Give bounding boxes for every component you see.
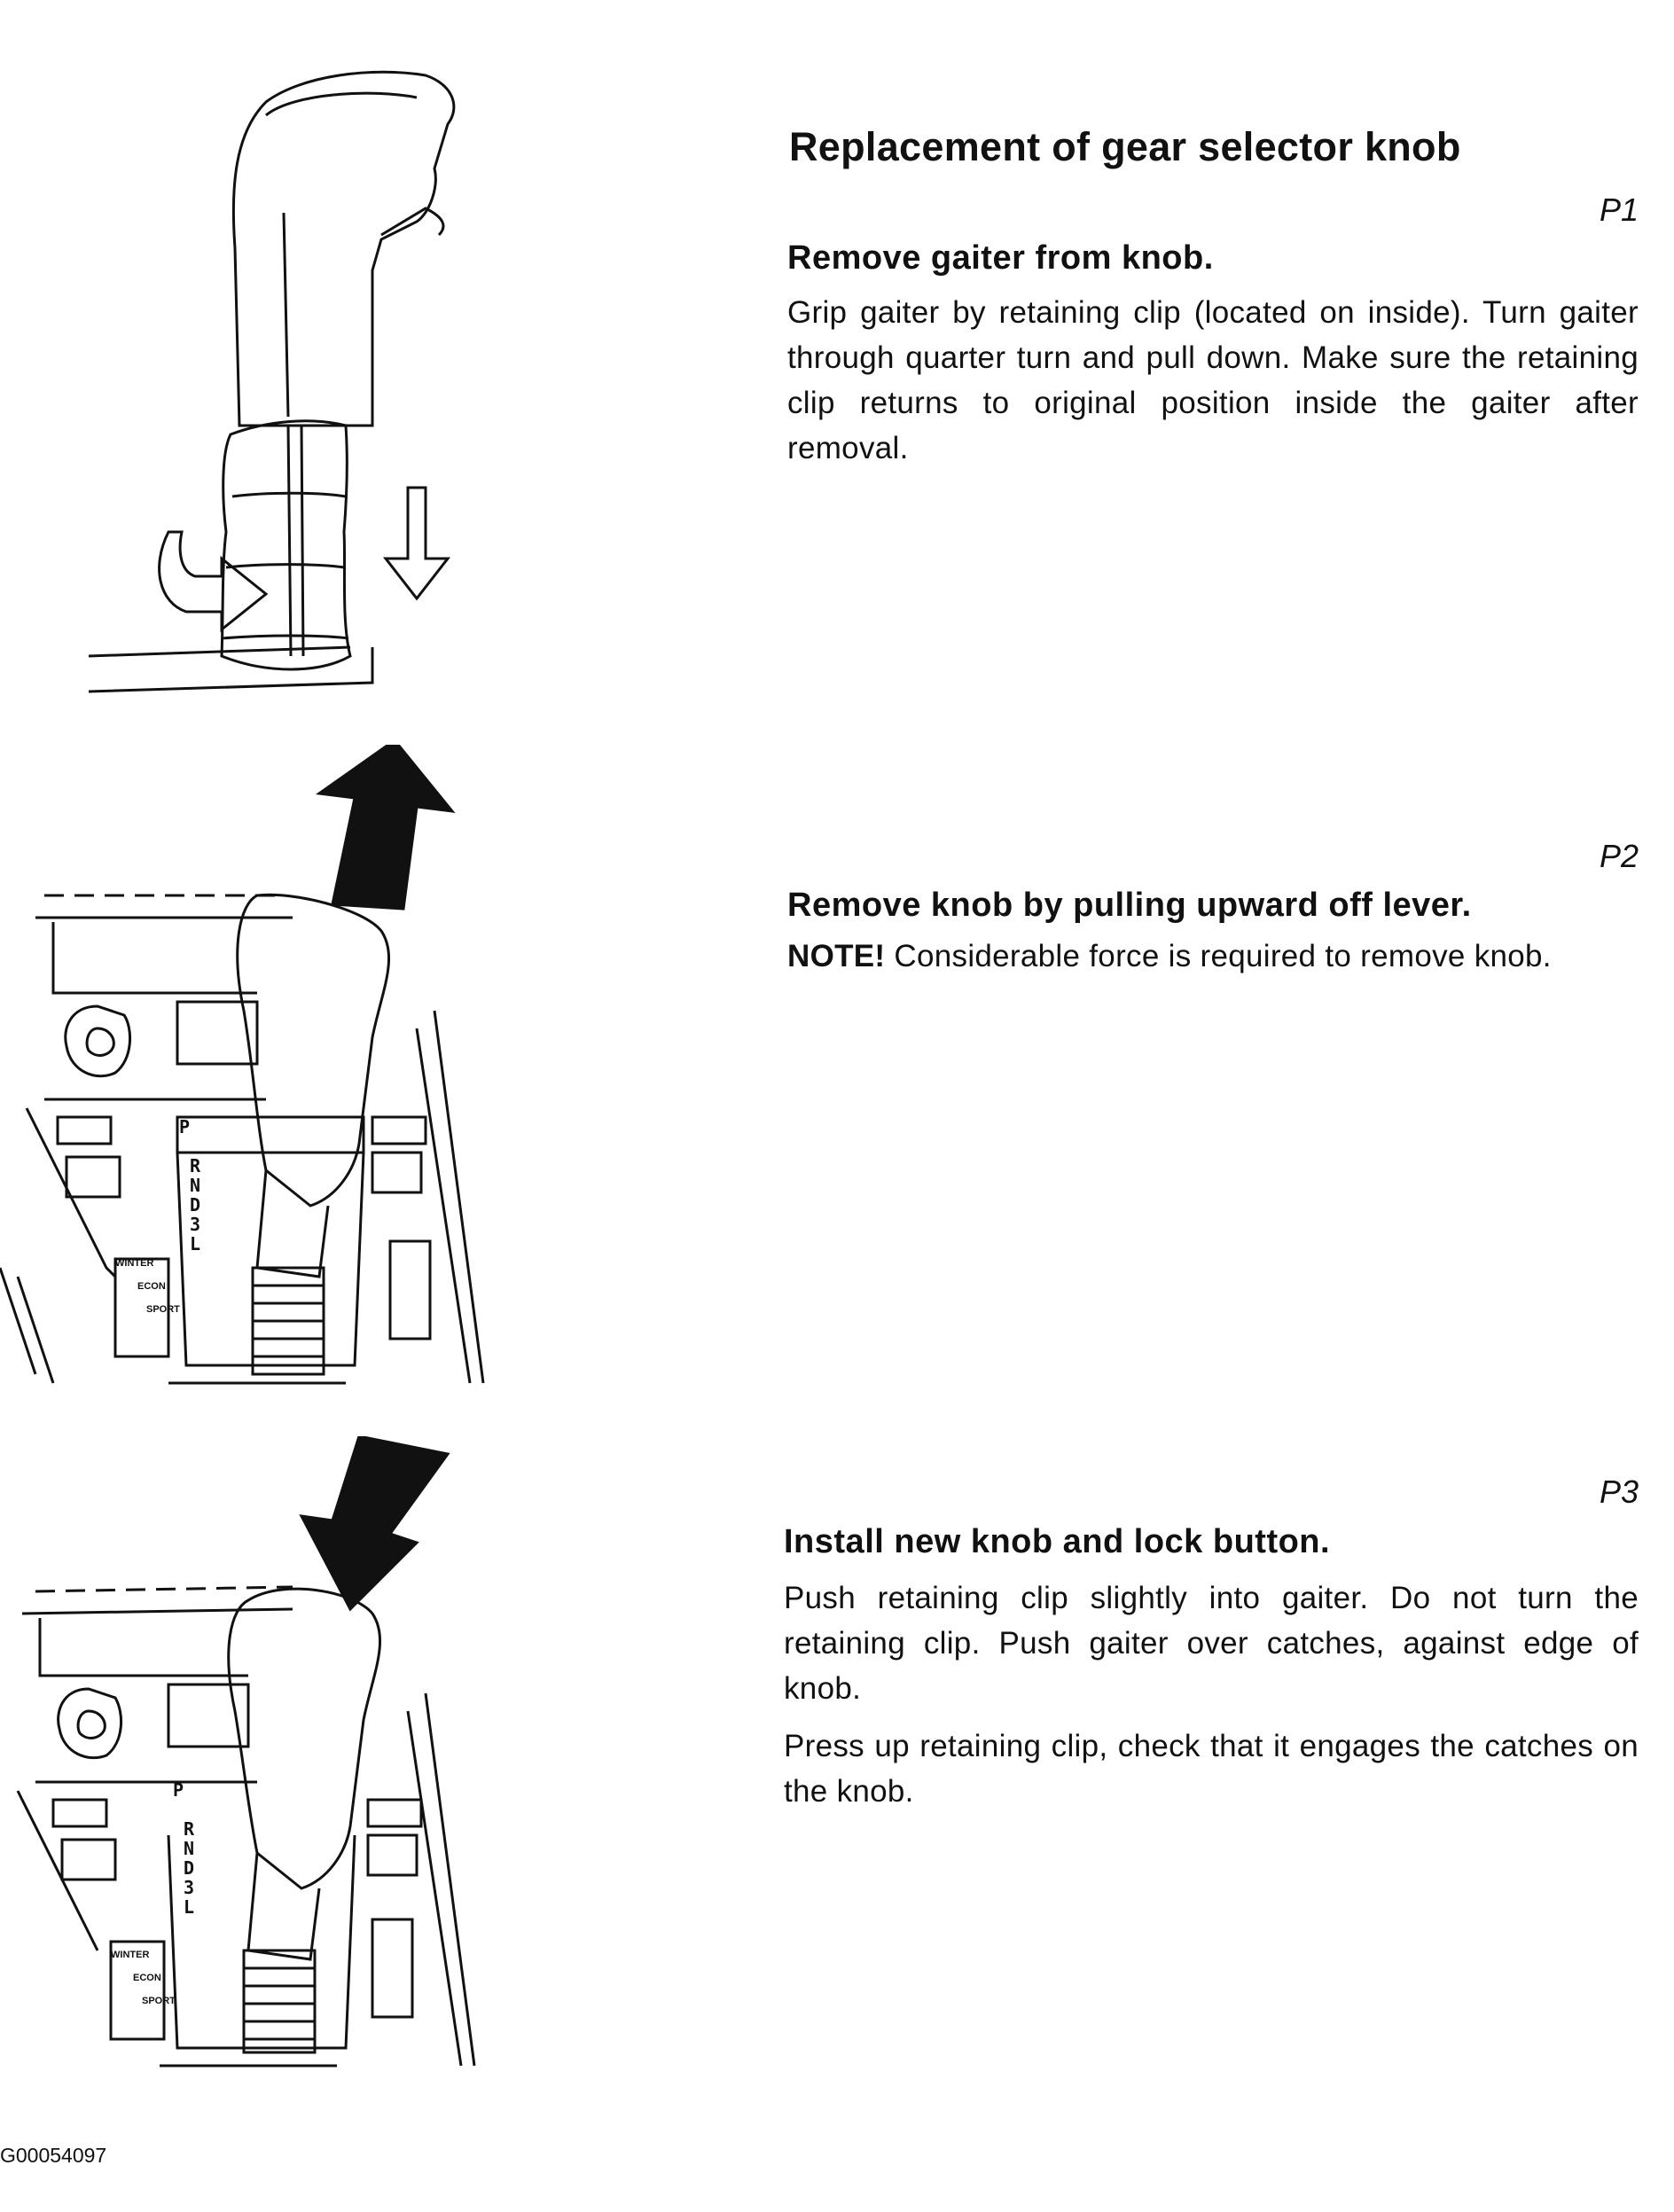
mode-buttons-p2: WINTER ECON SPORT xyxy=(115,1252,180,1321)
gear-n: N xyxy=(184,1838,195,1859)
gear-labels-p3: P R N D 3 L xyxy=(173,1780,194,1917)
gear-r: R xyxy=(184,1818,195,1840)
gear-p: P xyxy=(173,1779,184,1801)
gear-3: 3 xyxy=(190,1214,201,1235)
image-code: G00054097 xyxy=(0,2144,107,2167)
step-p3: Install new knob and lock button. Push r… xyxy=(784,1523,1639,1814)
step-label-p1: P1 xyxy=(1599,191,1639,228)
mode-buttons-p3: WINTER ECON SPORT xyxy=(111,1943,176,2013)
mode-econ: ECON xyxy=(133,1973,161,1983)
step-heading: Remove gaiter from knob. xyxy=(787,239,1214,277)
step-p1: Remove gaiter from knob. Grip gaiter by … xyxy=(787,239,1639,471)
gear-labels-p2: P R N D 3 L xyxy=(179,1117,200,1254)
note-text: Considerable force is required to remove… xyxy=(885,939,1552,973)
gear-n: N xyxy=(190,1175,201,1196)
mode-winter: WINTER xyxy=(111,1950,150,1960)
mode-sport: SPORT xyxy=(142,1996,176,2006)
figure-p3-knob-install xyxy=(0,1436,497,2083)
step-heading: Install new knob and lock button. xyxy=(784,1523,1331,1560)
mode-econ: ECON xyxy=(137,1281,166,1292)
step-instructions: Push retaining clip slightly into gaiter… xyxy=(784,1581,1639,1706)
step-instructions-2: Press up retaining clip, check that it e… xyxy=(784,1729,1639,1809)
step-p2: Remove knob by pulling upward off lever.… xyxy=(787,887,1639,979)
gear-p: P xyxy=(179,1116,191,1137)
figure-p1-gaiter-removal xyxy=(0,35,497,736)
gear-3: 3 xyxy=(184,1877,195,1898)
step-heading: Remove knob by pulling upward off lever. xyxy=(787,887,1472,924)
step-note: NOTE! Considerable force is required to … xyxy=(787,934,1639,979)
gear-l: L xyxy=(190,1233,201,1255)
mode-sport: SPORT xyxy=(146,1304,180,1315)
page-title: Replacement of gear selector knob xyxy=(789,124,1461,169)
step-label-p2: P2 xyxy=(1599,838,1639,874)
gear-d: D xyxy=(184,1857,195,1879)
gear-l: L xyxy=(184,1896,195,1918)
mode-winter: WINTER xyxy=(115,1258,154,1269)
note-label: NOTE! xyxy=(787,939,886,973)
figure-p2-knob-removal xyxy=(0,745,497,1401)
step-label-p3: P3 xyxy=(1599,1473,1639,1510)
step-instructions: Grip gaiter by retaining clip (located o… xyxy=(787,295,1639,465)
gear-d: D xyxy=(190,1194,201,1215)
gear-r: R xyxy=(190,1155,201,1176)
